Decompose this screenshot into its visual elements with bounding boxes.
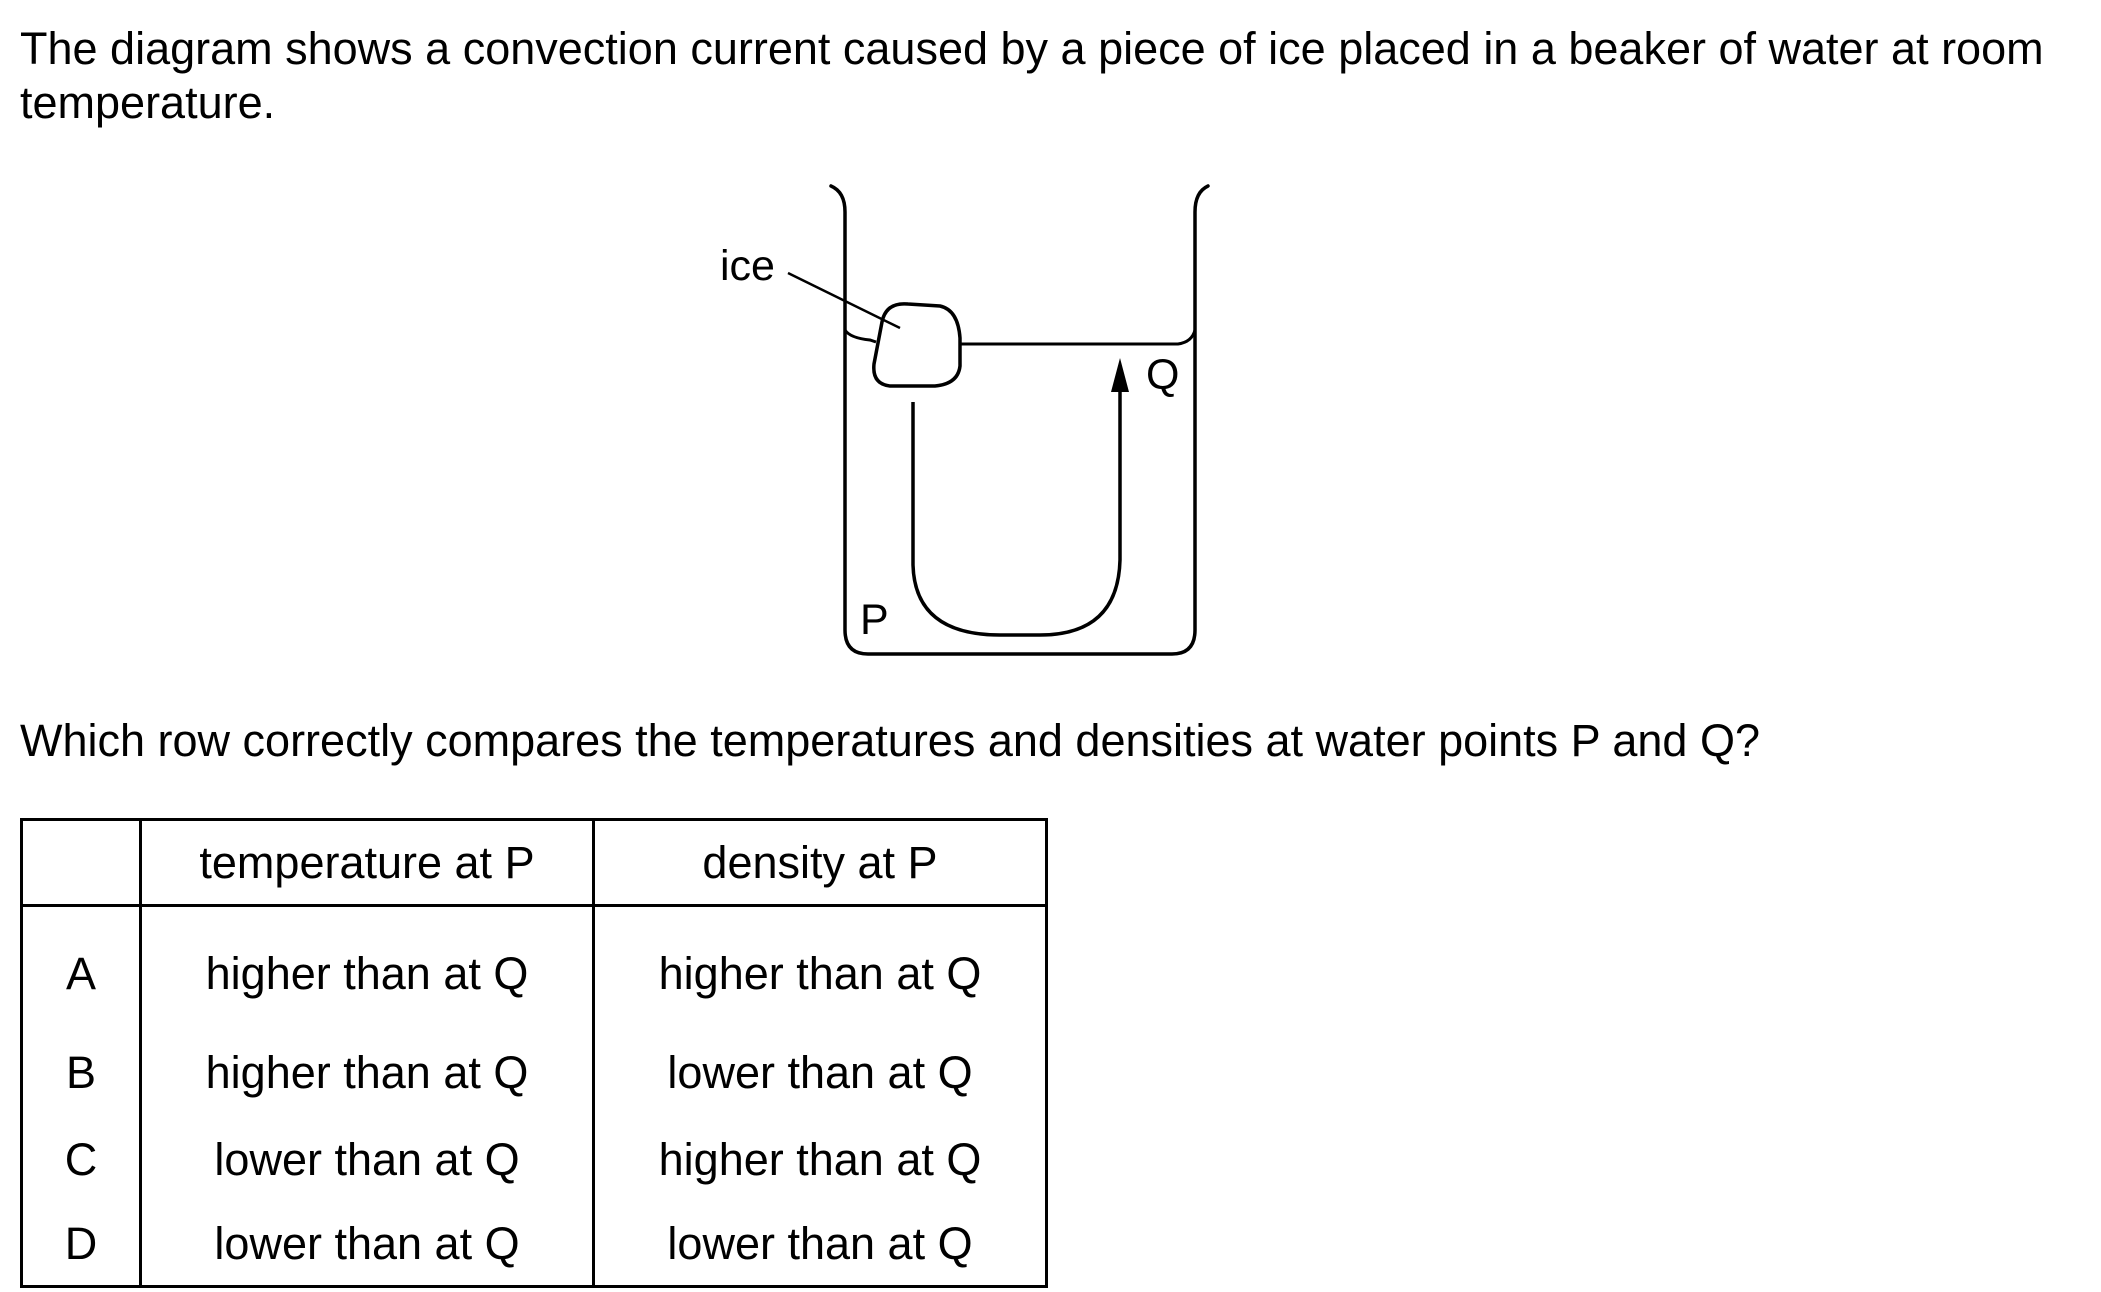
table-header-row: temperature at P density at P <box>20 818 1048 907</box>
row-letter: C <box>20 1116 142 1203</box>
convection-current <box>911 385 1122 637</box>
water-surface-left <box>843 329 877 344</box>
beaker <box>829 184 1210 656</box>
row-density: lower than at Q <box>592 1203 1048 1288</box>
row-temperature: lower than at Q <box>139 1116 595 1203</box>
water-surface-right <box>960 329 1197 346</box>
answer-table: temperature at P density at P A higher t… <box>20 818 1048 1288</box>
row-temperature: higher than at Q <box>139 1029 595 1116</box>
convection-arrowhead <box>1111 358 1129 392</box>
ice-label: ice <box>720 242 775 290</box>
row-density: lower than at Q <box>592 1029 1048 1116</box>
header-density: density at P <box>592 818 1048 907</box>
header-temperature: temperature at P <box>139 818 595 907</box>
point-p-label: P <box>860 596 889 644</box>
table-row: C lower than at Q higher than at Q <box>20 1116 1048 1203</box>
row-letter: B <box>20 1029 142 1116</box>
row-letter: A <box>20 905 142 1029</box>
row-temperature: higher than at Q <box>139 905 595 1029</box>
row-temperature: lower than at Q <box>139 1203 595 1288</box>
question-intro: The diagram shows a convection current c… <box>20 23 2044 128</box>
row-density: higher than at Q <box>592 1116 1048 1203</box>
table-row: B higher than at Q lower than at Q <box>20 1029 1048 1116</box>
question-prompt: Which row correctly compares the tempera… <box>20 715 1760 766</box>
point-q-label: Q <box>1146 351 1179 399</box>
header-letter <box>20 818 142 907</box>
table-row: D lower than at Q lower than at Q <box>20 1203 1048 1288</box>
table-row: A higher than at Q higher than at Q <box>20 905 1048 1029</box>
ice-leader-line <box>787 271 901 330</box>
ice-cube <box>872 302 962 388</box>
row-letter: D <box>20 1203 142 1288</box>
row-density: higher than at Q <box>592 905 1048 1029</box>
